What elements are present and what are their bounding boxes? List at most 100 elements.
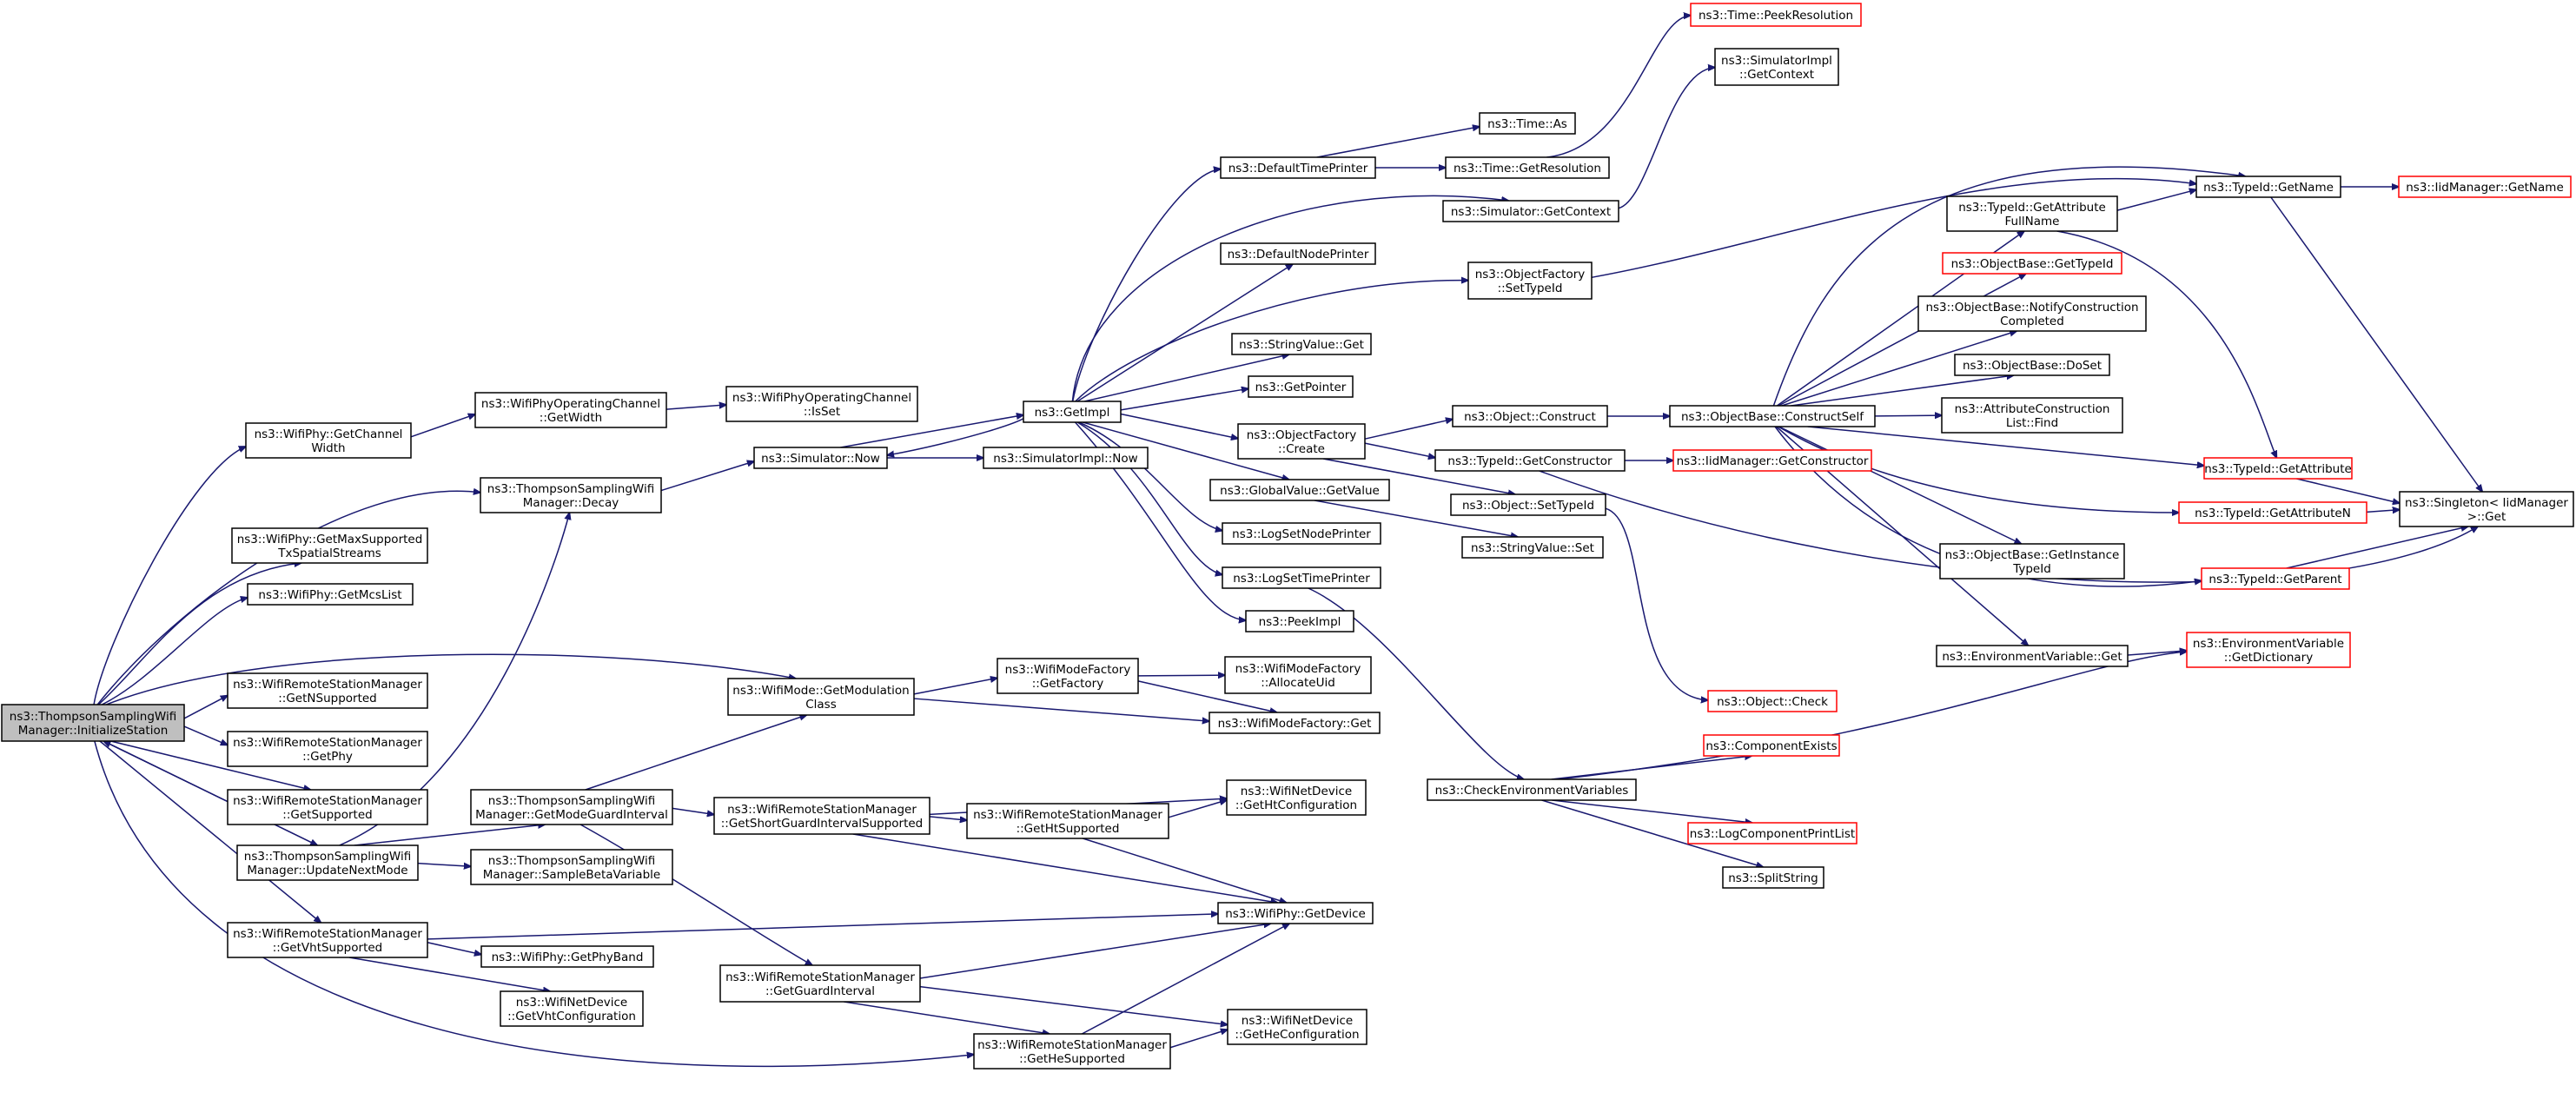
node-tidGetCtor[interactable]: ns3::TypeId::GetConstructor <box>1434 449 1626 472</box>
node-allocateUid[interactable]: ns3::WifiModeFactory::AllocateUid <box>1224 656 1372 694</box>
node-strValSet[interactable]: ns3::StringValue::Set <box>1461 536 1604 559</box>
node-label: ns3::WifiNetDevice <box>1241 785 1352 798</box>
node-obDoSet[interactable]: ns3::ObjectBase::DoSet <box>1954 354 2110 376</box>
node-obNotify[interactable]: ns3::ObjectBase::NotifyConstructionCompl… <box>1917 295 2147 332</box>
node-box <box>1434 449 1626 472</box>
node-checkEnv[interactable]: ns3::CheckEnvironmentVariables <box>1427 778 1637 801</box>
node-timeAs[interactable]: ns3::Time::As <box>1479 112 1576 135</box>
node-box <box>470 849 673 885</box>
node-getPhyBand[interactable]: ns3::WifiPhy::GetPhyBand <box>480 945 654 968</box>
node-obGetTypeId[interactable]: ns3::ObjectBase::GetTypeId <box>1942 252 2122 275</box>
node-defNodePrinter[interactable]: ns3::DefaultNodePrinter <box>1220 242 1376 265</box>
node-label: ::GetHeSupported <box>1019 1052 1125 1066</box>
node-peekImpl[interactable]: ns3::PeekImpl <box>1245 610 1354 632</box>
node-box <box>2399 491 2574 527</box>
node-logCompPrint[interactable]: ns3::LogComponentPrintList <box>1687 822 1858 844</box>
node-getPointer[interactable]: ns3::GetPointer <box>1248 375 1354 398</box>
node-tidGetParent[interactable]: ns3::TypeId::GetParent <box>2201 567 2350 590</box>
node-box <box>2201 567 2350 590</box>
node-label: ns3::Time::GetResolution <box>1454 162 1601 176</box>
node-label: ::GetHtConfiguration <box>1235 798 1357 812</box>
edge-updateNextMode-to-sampleBeta <box>417 864 471 867</box>
node-label: ns3::ObjectBase::GetTypeId <box>1951 257 2114 271</box>
node-compExists[interactable]: ns3::ComponentExists <box>1703 734 1840 757</box>
node-htSupported[interactable]: ns3::WifiRemoteStationManager::GetHtSupp… <box>966 803 1169 839</box>
edge-logSetTime-to-checkEnv <box>1308 587 1524 779</box>
node-opChanGetWidth[interactable]: ns3::WifiPhyOperatingChannel::GetWidth <box>474 392 667 428</box>
node-label: ns3::WifiRemoteStationManager <box>727 803 917 817</box>
node-box <box>1450 493 1606 516</box>
node-ofCreate[interactable]: ns3::ObjectFactory::Create <box>1237 423 1366 460</box>
node-vhtConfig[interactable]: ns3::WifiNetDevice::GetVhtConfiguration <box>500 990 644 1027</box>
edge-tidGetAttrFull-to-tidGetName <box>2116 189 2196 211</box>
node-label: ns3::ObjectBase::NotifyConstruction <box>1925 301 2138 315</box>
node-box <box>727 678 915 716</box>
node-box <box>1714 48 1839 86</box>
node-getImpl[interactable]: ns3::GetImpl <box>1023 401 1122 423</box>
node-heSupported[interactable]: ns3::WifiRemoteStationManager::GetHeSupp… <box>973 1033 1171 1070</box>
node-objCheck[interactable]: ns3::Object::Check <box>1707 690 1838 712</box>
node-simImplNow[interactable]: ns3::SimulatorImpl::Now <box>983 447 1149 469</box>
node-htConfig[interactable]: ns3::WifiNetDevice::GetHtConfiguration <box>1226 779 1367 816</box>
node-splitString[interactable]: ns3::SplitString <box>1722 866 1824 889</box>
node-label: ns3::ObjectBase::DoSet <box>1963 359 2102 373</box>
node-simNow[interactable]: ns3::Simulator::Now <box>753 447 888 469</box>
node-constructSelf[interactable]: ns3::ObjectBase::ConstructSelf <box>1669 405 1876 427</box>
node-logSetNode[interactable]: ns3::LogSetNodePrinter <box>1222 522 1381 545</box>
node-box <box>227 922 428 958</box>
node-envGet[interactable]: ns3::EnvironmentVariable::Get <box>1936 645 2129 667</box>
edge-getImpl-to-ofSetTypeId <box>1075 281 1468 402</box>
node-simGetCtx[interactable]: ns3::Simulator::GetContext <box>1442 200 1619 222</box>
node-label: FullName <box>2005 215 2060 228</box>
node-wmfGet[interactable]: ns3::WifiModeFactory::Get <box>1209 712 1381 734</box>
node-getDevice[interactable]: ns3::WifiPhy::GetDevice <box>1217 902 1374 924</box>
node-strValGet[interactable]: ns3::StringValue::Get <box>1231 333 1372 355</box>
node-getMcsList[interactable]: ns3::WifiPhy::GetMcsList <box>247 583 414 606</box>
node-label: ns3::IidManager::GetName <box>2406 181 2564 195</box>
node-getPhy[interactable]: ns3::WifiRemoteStationManager::GetPhy <box>227 731 428 767</box>
node-getSupported[interactable]: ns3::WifiRemoteStationManager::GetSuppor… <box>227 789 428 825</box>
node-box <box>480 945 654 968</box>
node-logSetTime[interactable]: ns3::LogSetTimePrinter <box>1222 566 1381 589</box>
node-getGI[interactable]: ns3::WifiRemoteStationManager::GetGuardI… <box>719 964 921 1003</box>
node-getVhtSupported[interactable]: ns3::WifiRemoteStationManager::GetVhtSup… <box>227 922 428 958</box>
node-tidGetAttrN[interactable]: ns3::TypeId::GetAttributeN <box>2178 501 2367 524</box>
node-tidGetAttr[interactable]: ns3::TypeId::GetAttribute <box>2203 457 2353 480</box>
node-label: ::GetNSupported <box>278 692 377 705</box>
node-defTimePrinter[interactable]: ns3::DefaultTimePrinter <box>1220 156 1376 179</box>
node-heConfig[interactable]: ns3::WifiNetDevice::GetHeConfiguration <box>1227 1009 1367 1045</box>
node-opChanIsSet[interactable]: ns3::WifiPhyOperatingChannel::IsSet <box>725 386 918 422</box>
node-ofSetTypeId[interactable]: ns3::ObjectFactory::SetTypeId <box>1467 262 1593 300</box>
node-objConstruct[interactable]: ns3::Object::Construct <box>1452 405 1608 427</box>
node-globalGetValue[interactable]: ns3::GlobalValue::GetValue <box>1209 479 1390 501</box>
node-iidGetCtor[interactable]: ns3::IidManager::GetConstructor <box>1672 449 1872 472</box>
node-root[interactable]: ns3::ThompsonSamplingWifiManager::Initia… <box>1 704 185 742</box>
node-updateNextMode[interactable]: ns3::ThompsonSamplingWifiManager::Update… <box>236 844 419 881</box>
node-getModGI[interactable]: ns3::ThompsonSamplingWifiManager::GetMod… <box>470 789 673 825</box>
node-getNSupported[interactable]: ns3::WifiRemoteStationManager::GetNSuppo… <box>227 672 428 709</box>
node-simImplGetCtx[interactable]: ns3::SimulatorImpl::GetContext <box>1714 48 1839 86</box>
node-label: ns3::GetImpl <box>1035 406 1110 420</box>
node-iidGetName[interactable]: ns3::IidManager::GetName <box>2398 176 2572 198</box>
node-box <box>725 386 918 422</box>
node-box <box>2186 632 2351 668</box>
node-objSetTypeId[interactable]: ns3::Object::SetTypeId <box>1450 493 1606 516</box>
node-sampleBeta[interactable]: ns3::ThompsonSamplingWifiManager::Sample… <box>470 849 673 885</box>
node-peekRes[interactable]: ns3::Time::PeekResolution <box>1690 3 1862 27</box>
node-tidGetName[interactable]: ns3::TypeId::GetName <box>2195 176 2341 198</box>
node-label: ns3::ThompsonSamplingWifi <box>488 794 655 808</box>
node-timeGetRes[interactable]: ns3::Time::GetResolution <box>1445 156 1610 179</box>
node-shortGI[interactable]: ns3::WifiRemoteStationManager::GetShortG… <box>713 797 930 835</box>
node-envGetDict[interactable]: ns3::EnvironmentVariable::GetDictionary <box>2186 632 2351 668</box>
node-modeFactoryGet[interactable]: ns3::WifiModeFactory::GetFactory <box>997 658 1139 694</box>
edge-root-to-getChannelWidth <box>93 447 246 705</box>
node-getMaxSS[interactable]: ns3::WifiPhy::GetMaxSupportedTxSpatialSt… <box>231 527 428 564</box>
node-singletonGet[interactable]: ns3::Singleton< IidManager>::Get <box>2399 491 2574 527</box>
node-label: ns3::TypeId::GetAttribute <box>2204 462 2352 476</box>
